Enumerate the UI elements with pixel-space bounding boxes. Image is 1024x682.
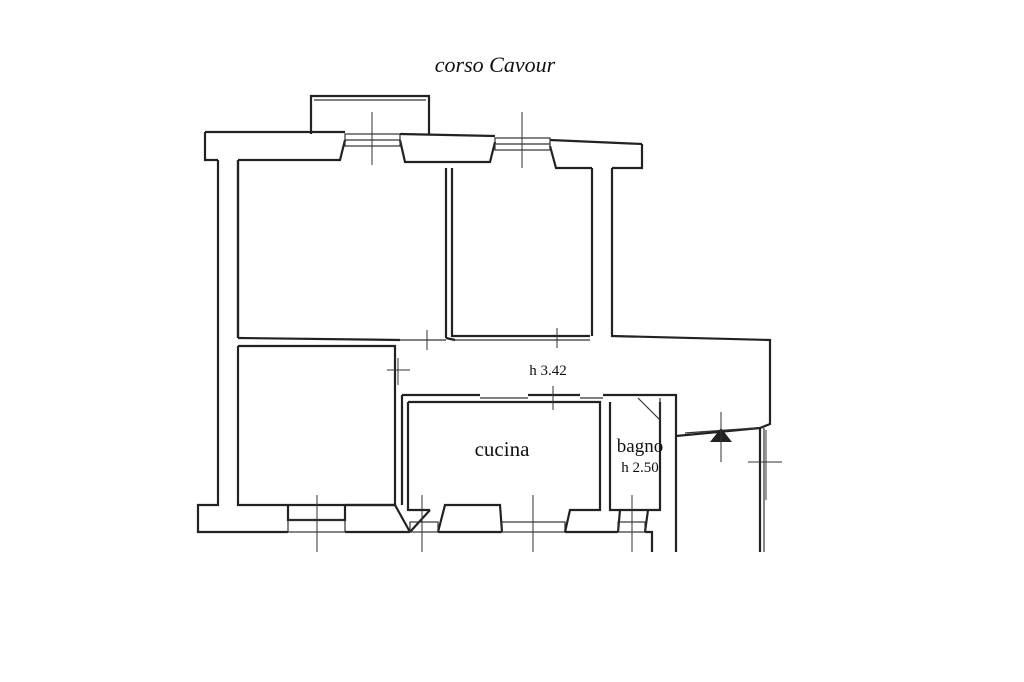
corridor-doors — [387, 328, 661, 421]
street-label: corso Cavour — [435, 52, 556, 77]
balcony — [309, 94, 431, 134]
outer-walls — [196, 130, 772, 552]
bathroom-label: bagno — [617, 436, 663, 457]
bottom-windows — [286, 495, 650, 552]
interior-walls — [236, 160, 762, 552]
entrance-marker — [684, 412, 782, 552]
kitchen-label: cucina — [475, 437, 530, 461]
top-piers — [238, 139, 592, 170]
top-windows — [344, 112, 551, 168]
corridor-height-label: h 3.42 — [529, 363, 567, 379]
bathroom-height-label: h 2.50 — [621, 460, 659, 476]
